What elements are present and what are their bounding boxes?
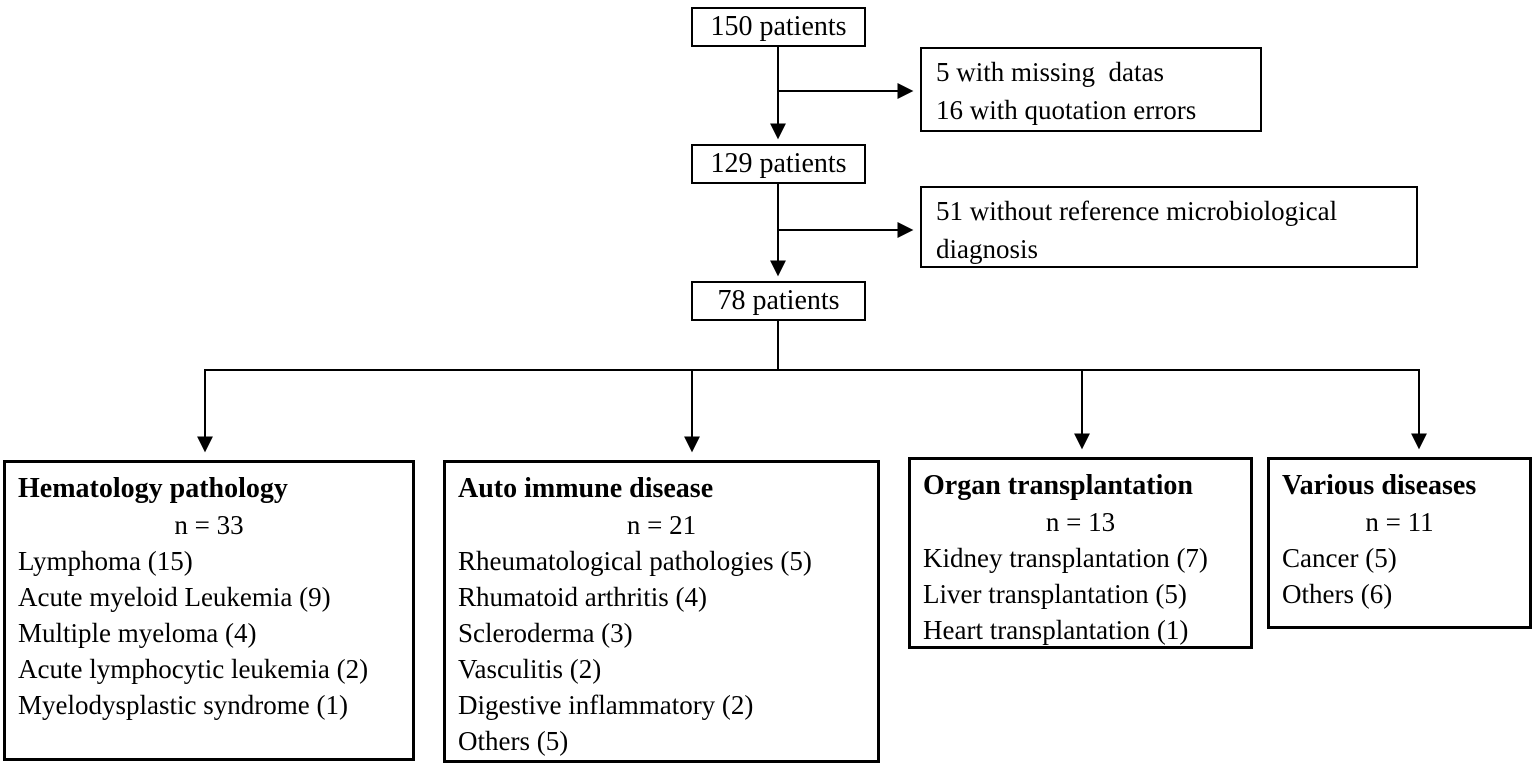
category-item: Liver transplantation (5) — [923, 579, 1187, 609]
category-n-count: n = 21 — [626, 510, 697, 540]
category-item: Multiple myeloma (4) — [18, 618, 257, 648]
category-box-autoimmune: Auto immune disease n = 21 Rheumatologic… — [443, 460, 880, 763]
category-box-hematology: Hematology pathology n = 33 Lymphoma (15… — [3, 460, 415, 761]
category-item-list: Rheumatological pathologies (5) Rhumatoid… — [458, 543, 865, 759]
node-78-patients: 78 patients — [691, 281, 866, 321]
category-item: Acute myeloid Leukemia (9) — [18, 582, 331, 612]
category-item-list: Lymphoma (15) Acute myeloid Leukemia (9) M… — [18, 543, 400, 723]
category-title: Various diseases — [1282, 470, 1477, 501]
category-item: Others (5) — [458, 726, 569, 756]
exclusion-line: 16 with quotation errors — [936, 95, 1197, 125]
category-box-transplantation: Organ transplantation n = 13 Kidney tran… — [908, 457, 1253, 649]
category-title: Organ transplantation — [923, 470, 1193, 501]
category-item: Scleroderma (3) — [458, 618, 633, 648]
node-label: 78 patients — [717, 285, 840, 316]
category-n-count: n = 11 — [1365, 507, 1434, 537]
category-item: Acute lymphocytic leukemia (2) — [18, 654, 369, 684]
category-item-list: Kidney transplantation (7) Liver transpla… — [923, 540, 1238, 648]
category-box-various: Various diseases n = 11 Cancer (5) Others… — [1267, 457, 1532, 629]
category-n-count: n = 13 — [1045, 507, 1116, 537]
node-label: 129 patients — [710, 148, 847, 179]
category-item: Lymphoma (15) — [18, 546, 193, 576]
category-item: Others (6) — [1282, 579, 1393, 609]
category-n-count: n = 33 — [174, 510, 244, 540]
category-item: Vasculitis (2) — [458, 654, 602, 684]
category-item: Rheumatological pathologies (5) — [458, 546, 812, 576]
exclusion-box-missing-data: 5 with missing datas 16 with quotation er… — [920, 47, 1262, 132]
node-label: 150 patients — [710, 11, 847, 42]
node-150-patients: 150 patients — [691, 7, 866, 47]
exclusion-line: 51 without reference microbiological — [936, 196, 1338, 226]
category-item: Kidney transplantation (7) — [923, 543, 1208, 573]
category-item: Myelodysplastic syndrome (1) — [18, 690, 348, 720]
category-title: Auto immune disease — [458, 473, 714, 504]
exclusion-line: diagnosis — [936, 234, 1039, 264]
category-item: Heart transplantation (1) — [923, 615, 1189, 645]
category-item: Digestive inflammatory (2) — [458, 690, 754, 720]
category-title: Hematology pathology — [18, 473, 288, 504]
node-129-patients: 129 patients — [691, 144, 866, 184]
exclusion-line: 5 with missing datas — [936, 57, 1164, 87]
category-item-list: Cancer (5) Others (6) — [1282, 540, 1517, 612]
exclusion-box-no-microbiological-diagnosis: 51 without reference microbiological diag… — [920, 186, 1418, 268]
category-item: Cancer (5) — [1282, 543, 1397, 573]
category-item: Rhumatoid arthritis (4) — [458, 582, 707, 612]
